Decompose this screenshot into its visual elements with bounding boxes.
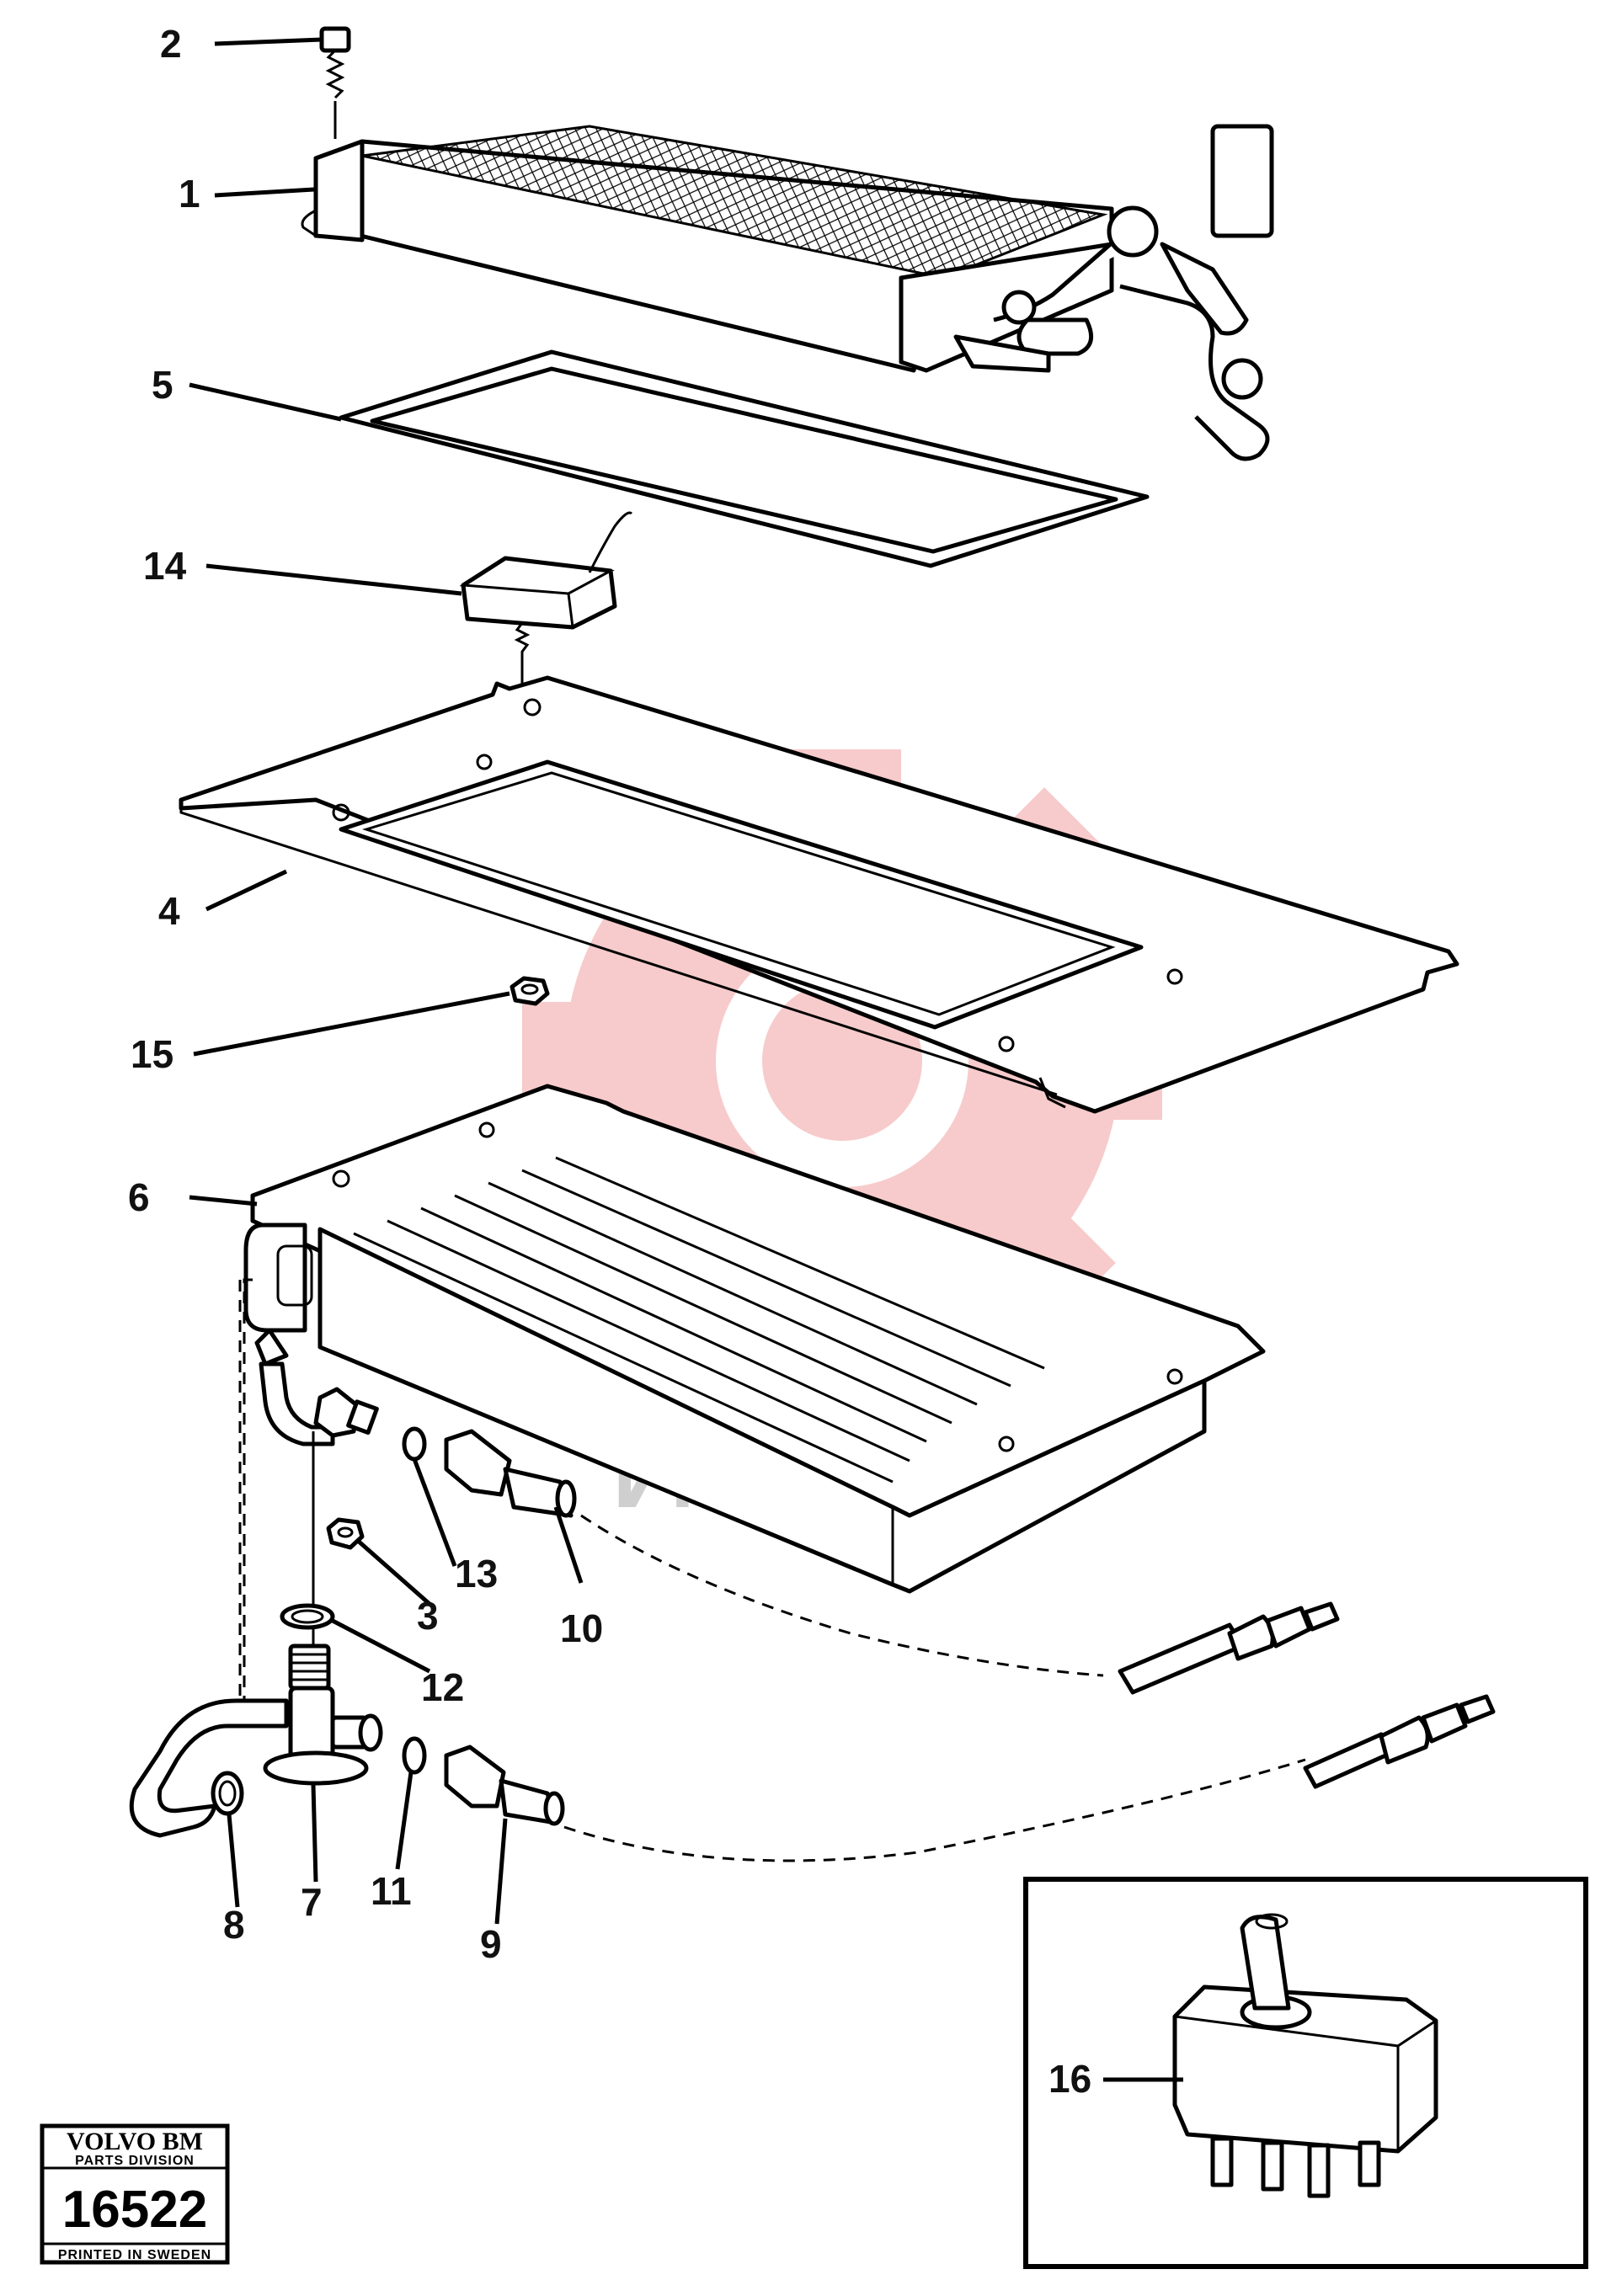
stamp-division: PARTS DIVISION	[75, 2154, 195, 2168]
part-11-ring	[402, 1736, 427, 1775]
callout-labels: 2 1 5 14 4 15 6 3 13 10 12 7 8 11 9	[128, 22, 603, 1966]
callout-leaders	[189, 37, 584, 1925]
callout-9: 9	[480, 1922, 502, 1966]
callout-13: 13	[455, 1552, 498, 1595]
part-1-heater-core	[301, 124, 1274, 461]
callout-8: 8	[223, 1903, 245, 1947]
part-12-washer	[280, 1603, 335, 1630]
part-5-gasket	[339, 349, 1150, 568]
coolant-pipe	[259, 1361, 335, 1446]
part-6-heater-box	[243, 1084, 1266, 1594]
part-2-screw	[319, 26, 351, 139]
callout-5: 5	[152, 363, 173, 407]
part-4-mounting-plate	[179, 675, 1459, 1114]
callout-15: 15	[131, 1032, 173, 1076]
callout-11: 11	[371, 1869, 412, 1913]
inset-part-16-switch: 16	[1023, 1877, 1588, 2269]
stamp-printed: PRINTED IN SWEDEN	[58, 2248, 211, 2262]
stamp-brand: VOLVO BM	[67, 2128, 203, 2155]
callout-3: 3	[417, 1594, 439, 1638]
dashed-line-return	[243, 1278, 253, 1718]
callout-7: 7	[301, 1880, 323, 1924]
callout-4: 4	[158, 889, 180, 933]
part-15-nut	[510, 976, 550, 1006]
volvo-bm-stamp: VOLVO BM PARTS DIVISION 16522 PRINTED IN…	[40, 2123, 230, 2265]
callout-16: 16	[1048, 2057, 1091, 2101]
part-10-hose-connector	[313, 1387, 1340, 1695]
callout-12: 12	[421, 1665, 464, 1709]
stamp-number: 16522	[62, 2181, 207, 2239]
part-14-sensor	[459, 511, 633, 685]
callout-10: 10	[560, 1606, 603, 1650]
callout-14: 14	[143, 544, 187, 588]
part-9-hose-connector	[444, 1694, 1496, 1862]
callout-1: 1	[179, 172, 200, 216]
part-7-valve	[263, 1643, 383, 1786]
callout-6: 6	[128, 1175, 150, 1219]
part-8-pipe-loop	[129, 1698, 289, 1838]
callout-2: 2	[160, 22, 182, 66]
